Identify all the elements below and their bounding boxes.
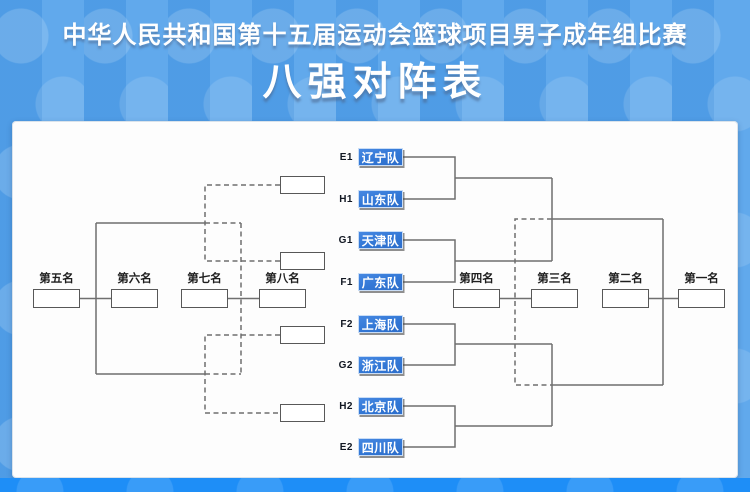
seed-label-e2: E2: [339, 441, 353, 453]
seed-label-e1: E1: [339, 151, 353, 163]
team-row-liaoning: E1 辽宁队: [329, 148, 403, 166]
consolation-box-4: [280, 404, 325, 422]
place-box-4th: [453, 289, 500, 308]
consolation-box-3: [280, 326, 325, 344]
team-box-guangdong: 广东队: [358, 273, 403, 291]
team-box-shanghai: 上海队: [358, 315, 403, 333]
place-label-8th: 第八名: [265, 273, 300, 285]
place-label-1st: 第一名: [684, 273, 719, 285]
consolation-box-1: [280, 176, 325, 194]
bracket-title: 八强对阵表: [262, 61, 488, 104]
place-label-2nd: 第二名: [608, 273, 643, 285]
place-box-1st: [678, 289, 725, 308]
seed-label-g2: G2: [338, 359, 353, 371]
place-slot-8th: 第八名: [259, 272, 306, 308]
place-label-7th: 第七名: [187, 273, 222, 285]
place-box-7th: [181, 289, 228, 308]
consolation-box-2: [280, 252, 325, 270]
place-box-6th: [111, 289, 158, 308]
place-slot-7th: 第七名: [181, 272, 228, 308]
place-slot-1st: 第一名: [678, 272, 725, 308]
place-label-4th: 第四名: [459, 273, 494, 285]
team-row-beijing: H2 北京队: [329, 397, 403, 415]
team-box-liaoning: 辽宁队: [358, 148, 403, 166]
seed-label-g1: G1: [338, 234, 353, 246]
place-label-5th: 第五名: [39, 273, 74, 285]
team-box-sichuan: 四川队: [358, 438, 403, 456]
header: 中华人民共和国第十五届运动会篮球项目男子成年组比赛 八强对阵表: [0, 0, 750, 106]
team-row-guangdong: F1 广东队: [329, 273, 403, 291]
seed-label-f1: F1: [340, 276, 353, 288]
place-slot-2nd: 第二名: [602, 272, 649, 308]
place-slot-3rd: 第三名: [531, 272, 578, 308]
place-box-8th: [259, 289, 306, 308]
seed-label-h1: H1: [339, 193, 353, 205]
place-slot-4th: 第四名: [453, 272, 500, 308]
place-label-6th: 第六名: [117, 273, 152, 285]
team-box-tianjin: 天津队: [358, 231, 403, 249]
team-row-zhejiang: G2 浙江队: [329, 356, 403, 374]
team-box-zhejiang: 浙江队: [358, 356, 403, 374]
place-slot-5th: 第五名: [33, 272, 80, 308]
place-box-5th: [33, 289, 80, 308]
team-row-tianjin: G1 天津队: [329, 231, 403, 249]
team-box-beijing: 北京队: [358, 397, 403, 415]
seed-label-h2: H2: [339, 400, 353, 412]
place-box-3rd: [531, 289, 578, 308]
team-box-shandong: 山东队: [358, 190, 403, 208]
seed-label-f2: F2: [340, 318, 353, 330]
team-row-shanghai: F2 上海队: [329, 315, 403, 333]
place-box-2nd: [602, 289, 649, 308]
footer-strip: [0, 478, 750, 492]
team-row-shandong: H1 山东队: [329, 190, 403, 208]
team-row-sichuan: E2 四川队: [329, 438, 403, 456]
place-label-3rd: 第三名: [537, 273, 572, 285]
competition-title: 中华人民共和国第十五届运动会篮球项目男子成年组比赛: [62, 22, 688, 49]
place-slot-6th: 第六名: [111, 272, 158, 308]
